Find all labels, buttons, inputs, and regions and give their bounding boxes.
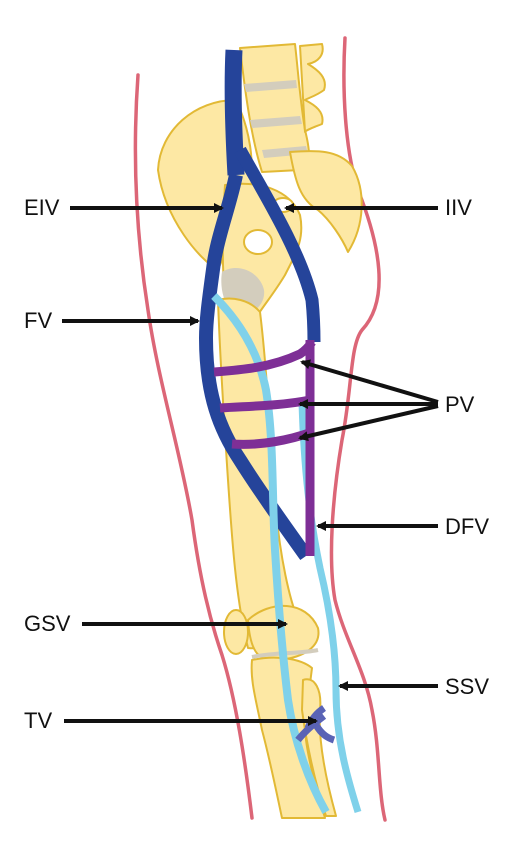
veins: [199, 49, 362, 814]
arrow-pv-3: [298, 404, 439, 442]
labels: EIV IIV FV PV DFV GSV SSV TV: [24, 195, 489, 733]
arrow-pv-1: [300, 359, 439, 404]
lumbar-disc-2: [250, 116, 302, 128]
external-iliac-femoral-vein: [199, 173, 312, 561]
label-ssv: SSV: [445, 674, 489, 699]
patella: [223, 609, 249, 655]
femur-shaft: [217, 297, 299, 650]
common-iliac-vein: [224, 49, 245, 176]
label-iiv: IIV: [445, 195, 472, 220]
label-eiv: EIV: [24, 195, 60, 220]
arrows: [62, 203, 439, 726]
label-pv: PV: [445, 392, 475, 417]
label-fv: FV: [24, 308, 52, 333]
label-tv: TV: [24, 708, 52, 733]
fibula: [301, 678, 337, 817]
internal-iliac-vein: [234, 146, 321, 343]
lumbar-disc-1: [244, 80, 297, 92]
sacrum: [289, 150, 363, 253]
obturator-foramen: [243, 229, 273, 255]
label-gsv: GSV: [24, 611, 71, 636]
label-dfv: DFV: [445, 514, 489, 539]
perforator-1: [213, 339, 316, 377]
skin-outline-left: [133, 73, 254, 820]
spinous-processes: [299, 43, 326, 133]
